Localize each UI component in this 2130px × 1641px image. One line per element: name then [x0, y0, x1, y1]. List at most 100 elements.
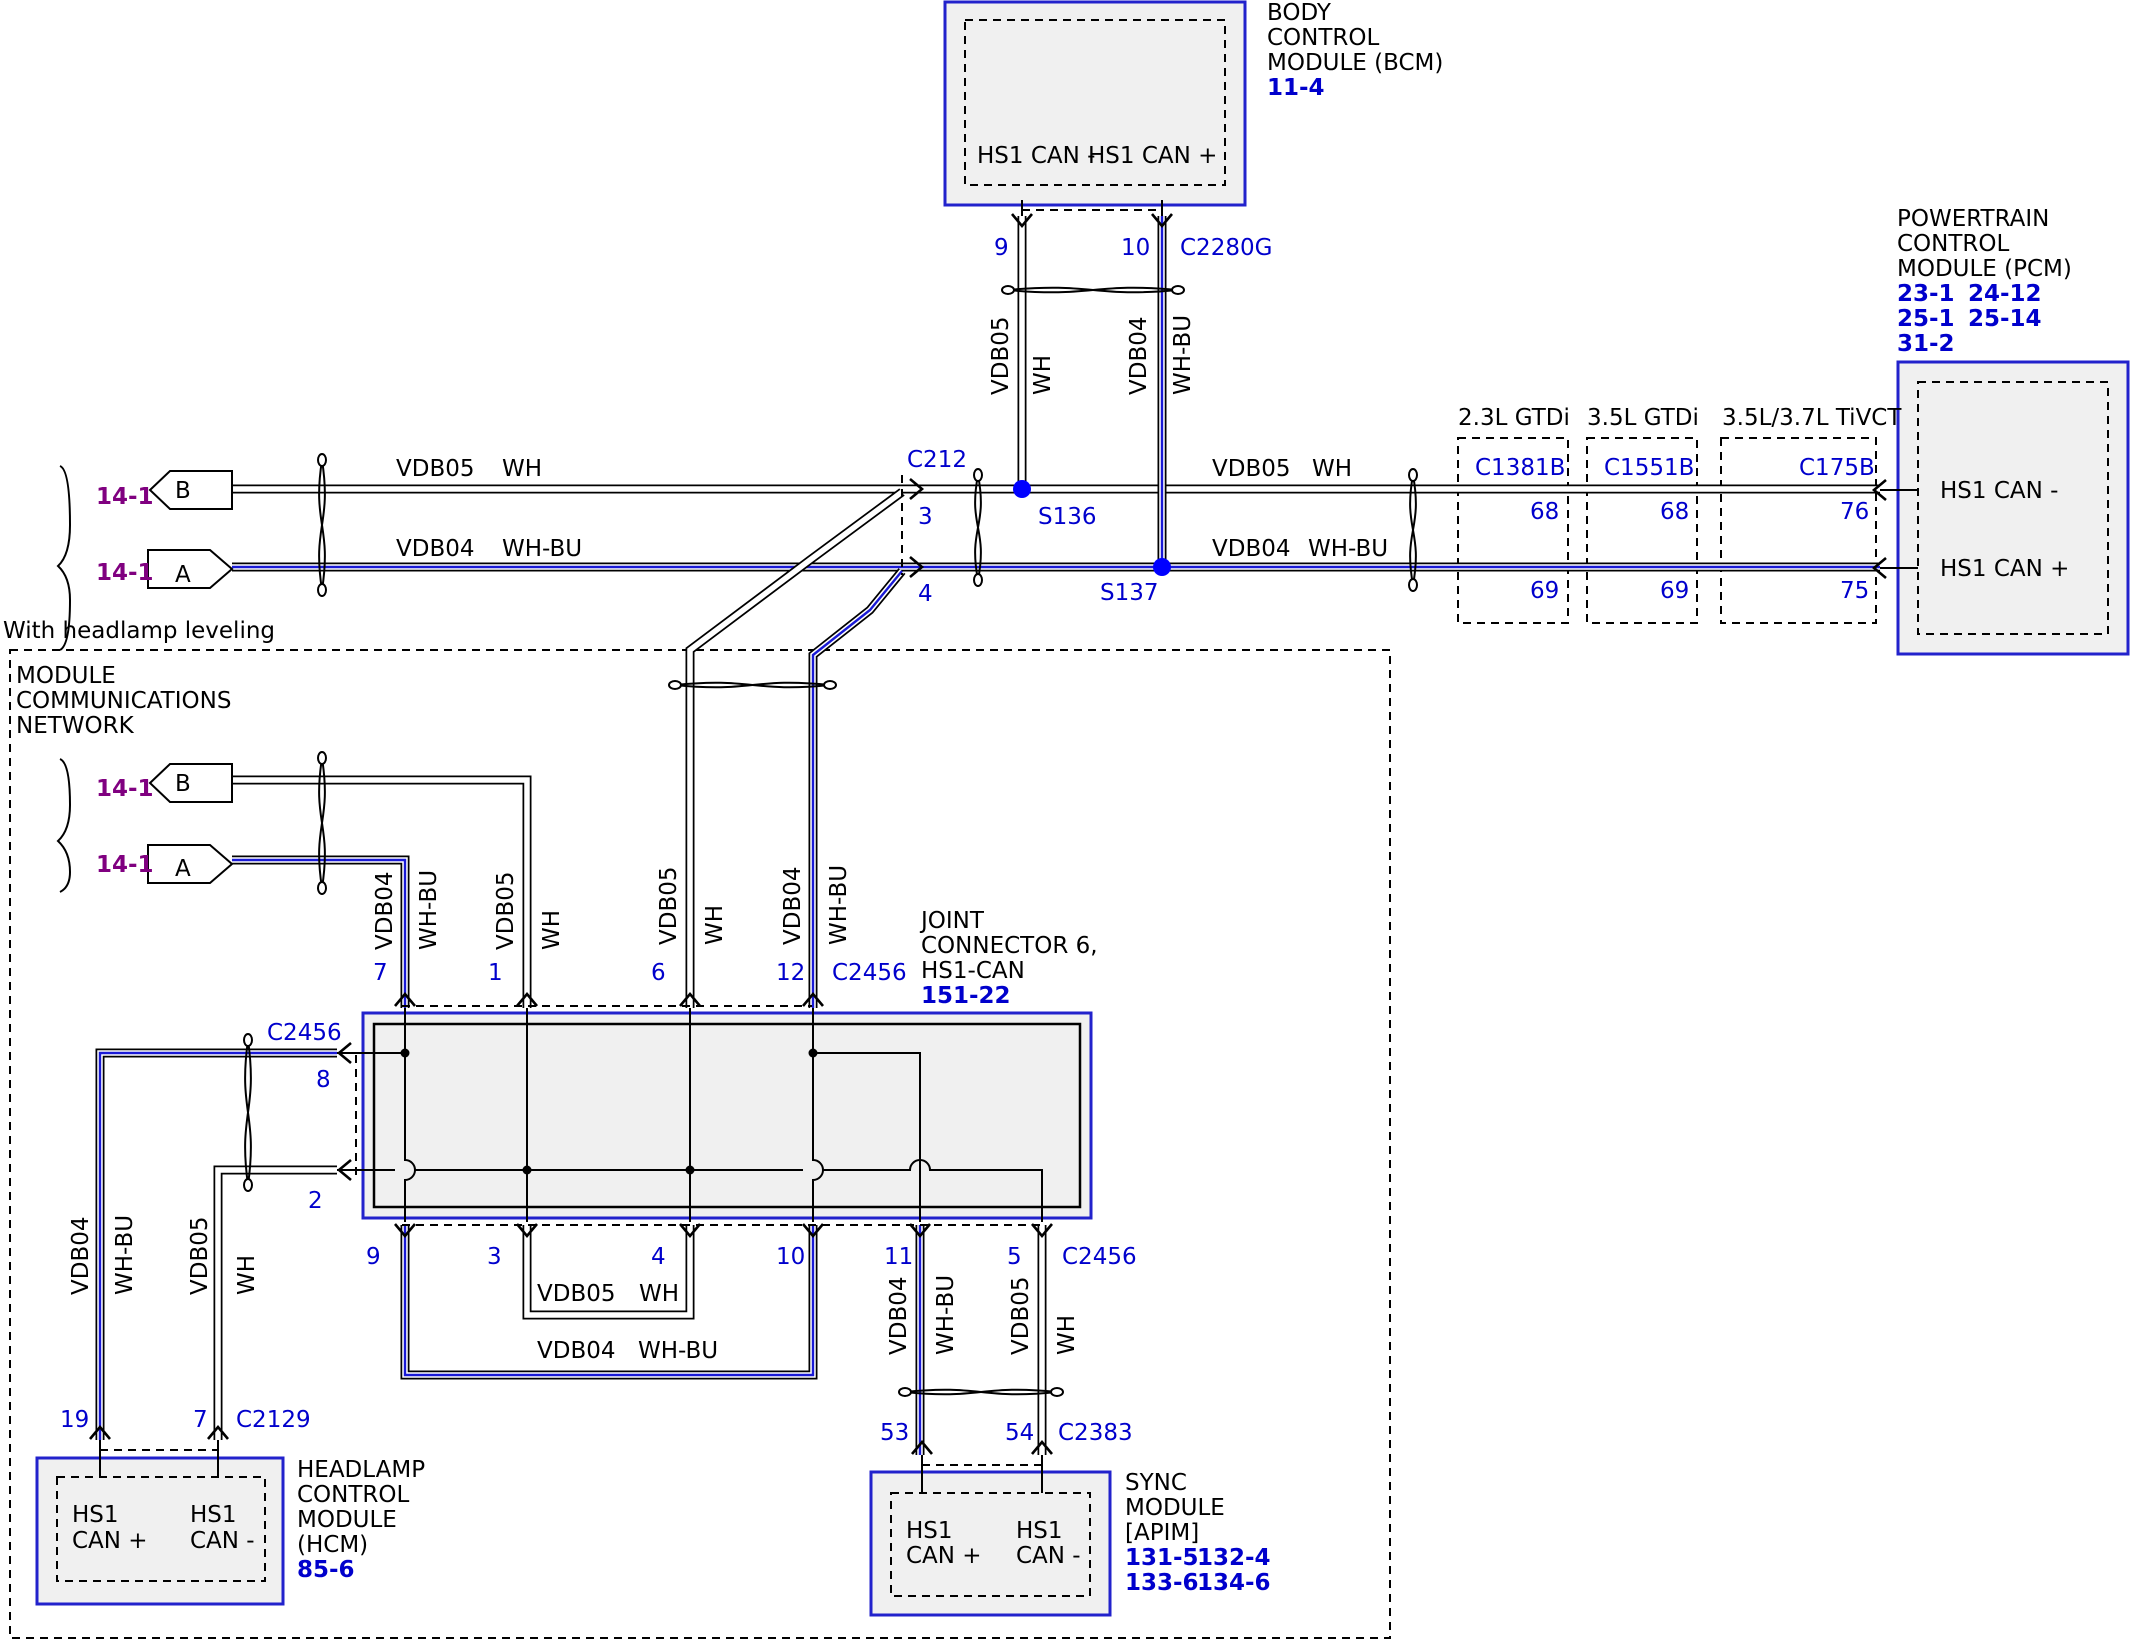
hcm-name-2: CONTROL — [297, 1482, 410, 1508]
s136-label: S136 — [1038, 504, 1097, 530]
c2129-label: C2129 — [236, 1407, 311, 1433]
sync-pin-b-line-1: HS1 — [1016, 1518, 1063, 1544]
bcm-name-2: CONTROL — [1267, 25, 1380, 51]
offpage-letter-a-top: A — [175, 562, 191, 588]
j8-to-hcm-vdb04 — [95, 1048, 337, 1440]
bus-whbu-left: WH-BU — [502, 536, 582, 562]
twist-bcm-b — [1007, 286, 1179, 294]
jt-whbu-7: WH-BU — [416, 870, 442, 950]
twist-branch-loop1 — [668, 680, 682, 690]
hcm-name-1: HEADLAMP — [297, 1457, 425, 1483]
chev-bcm-10 — [1151, 213, 1173, 229]
offpage-vdb05-to-j1 — [232, 775, 532, 1008]
jt-wh-1: WH — [539, 910, 565, 950]
twist-bus-right — [1408, 468, 1418, 592]
bcm-ref: 11-4 — [1267, 75, 1325, 101]
j8-to-hcm-vdb04-color — [98, 1051, 337, 1440]
chev-bcm-9 — [1011, 213, 1033, 229]
chev-c212-4 — [909, 556, 925, 578]
hcm-name-3: MODULE — [297, 1507, 397, 1533]
variant-3-5l: 3.5L GTDi — [1587, 405, 1699, 431]
joint-connector-6 — [361, 1011, 1093, 1220]
joint-pin-12: 12 — [776, 960, 805, 986]
variant-box-3-5l — [1586, 437, 1698, 624]
twist-branch-b — [674, 681, 831, 689]
jt-wh-6: WH — [702, 905, 728, 945]
twist-offpage-lower-loop1 — [317, 751, 327, 765]
chev-joint-bottom-2 — [679, 1223, 701, 1239]
twist-bus-c212 — [973, 468, 983, 587]
chev-joint-bottom-5 — [1031, 1223, 1053, 1239]
chev-sync-53 — [911, 1439, 933, 1455]
offpage-ref-b-top: 14-1 — [96, 484, 154, 510]
loop-vdb05-label: VDB05 — [537, 1281, 616, 1307]
twist-offpage-lower — [317, 751, 327, 895]
pcm-module — [1896, 360, 2130, 656]
branch-vdb04 — [808, 568, 906, 1008]
labels: BODY CONTROL MODULE (BCM) 11-4 HS1 CAN -… — [3, 0, 2072, 1596]
c1551b-label: C1551B — [1604, 455, 1694, 481]
chev-joint-8 — [336, 1042, 352, 1064]
pcm-pin-can-minus: HS1 CAN - — [1940, 478, 2058, 504]
joint-pin-2: 2 — [308, 1188, 323, 1214]
chev-c212-3 — [909, 478, 925, 500]
c1381b-pin-69: 69 — [1530, 578, 1559, 604]
variant-3-7l: 3.5L/3.7L TiVCT — [1722, 405, 1902, 431]
joint-pin-7: 7 — [373, 960, 388, 986]
offpage-b-top — [148, 470, 233, 510]
branch-vdb05-inner — [687, 489, 904, 1008]
bus-vdb05-left: VDB05 — [396, 456, 475, 482]
twist-branch — [668, 680, 837, 690]
twist-sync-b — [904, 1388, 1058, 1396]
joint-pin-1: 1 — [488, 960, 503, 986]
pcm-ref-5: 31-2 — [1897, 331, 1955, 357]
c2456-label-top: C2456 — [832, 960, 907, 986]
variant-2-3l: 2.3L GTDi — [1458, 405, 1570, 431]
c2456-label-bottom: C2456 — [1062, 1244, 1137, 1270]
offpage-ref-a-bottom: 14-1 — [96, 852, 154, 878]
chev-c175b-76 — [1871, 479, 1887, 501]
offpage-letter-a-bottom: A — [175, 856, 191, 882]
sync-vdb04-label: VDB04 — [886, 1277, 912, 1356]
twist-hcm-b — [244, 1039, 252, 1186]
hcm-pin-a-line-1: HS1 — [72, 1502, 119, 1528]
twist-offpage-lower-loop2 — [317, 881, 327, 895]
jt-vdb05-6: VDB05 — [656, 867, 682, 946]
twist-bcm-loop2 — [1171, 285, 1185, 295]
offpage-b-bottom — [148, 763, 233, 803]
bcm-name-1: BODY — [1267, 0, 1332, 26]
variant-box-2-3l — [1457, 437, 1569, 624]
hcm-whbu-label: WH-BU — [112, 1215, 138, 1295]
bcm-name-3: MODULE (BCM) — [1267, 50, 1443, 76]
twist-branch-loop2 — [823, 680, 837, 690]
chev-joint-top-3 — [802, 991, 824, 1007]
pcm-ref-3: 25-1 — [1897, 306, 1955, 332]
pcm-pin-can-plus: HS1 CAN + — [1940, 556, 2069, 582]
hcm-name-4: (HCM) — [297, 1532, 368, 1558]
joint-pin-8: 8 — [316, 1067, 331, 1093]
c1381b-label: C1381B — [1475, 455, 1565, 481]
j2-to-hcm-vdb05-inner — [215, 1167, 337, 1440]
chev-joint-top-2 — [679, 991, 701, 1007]
bcm-vdb04-label: VDB04 — [1126, 317, 1152, 396]
pcm-ref-4: 25-14 — [1968, 306, 2042, 332]
twist-sync — [898, 1387, 1064, 1397]
branch-vdb04-color — [811, 570, 903, 1008]
bcm-pin-can-minus: HS1 CAN - — [977, 143, 1095, 169]
sync-pin-54: 54 — [1005, 1420, 1034, 1446]
pcm-ref-1: 23-1 — [1897, 281, 1955, 307]
hcm-ref: 85-6 — [297, 1557, 355, 1583]
chev-joint-top-0 — [394, 991, 416, 1007]
twist-sync-loop1 — [898, 1387, 912, 1397]
hcm-pin-7: 7 — [193, 1407, 208, 1433]
sync-ref-1: 131-5 — [1125, 1545, 1199, 1571]
chev-joint-bottom-0 — [394, 1223, 416, 1239]
hcm-pin-19: 19 — [60, 1407, 89, 1433]
twist-bus-right-loop2 — [1408, 578, 1418, 592]
joint-pin-11: 11 — [884, 1244, 913, 1270]
loop-j9-j10 — [400, 1225, 818, 1380]
twist-bus-c212-loop1 — [973, 468, 983, 482]
offpage-letter-b-bottom: B — [175, 771, 191, 797]
jt-whbu-12: WH-BU — [826, 865, 852, 945]
